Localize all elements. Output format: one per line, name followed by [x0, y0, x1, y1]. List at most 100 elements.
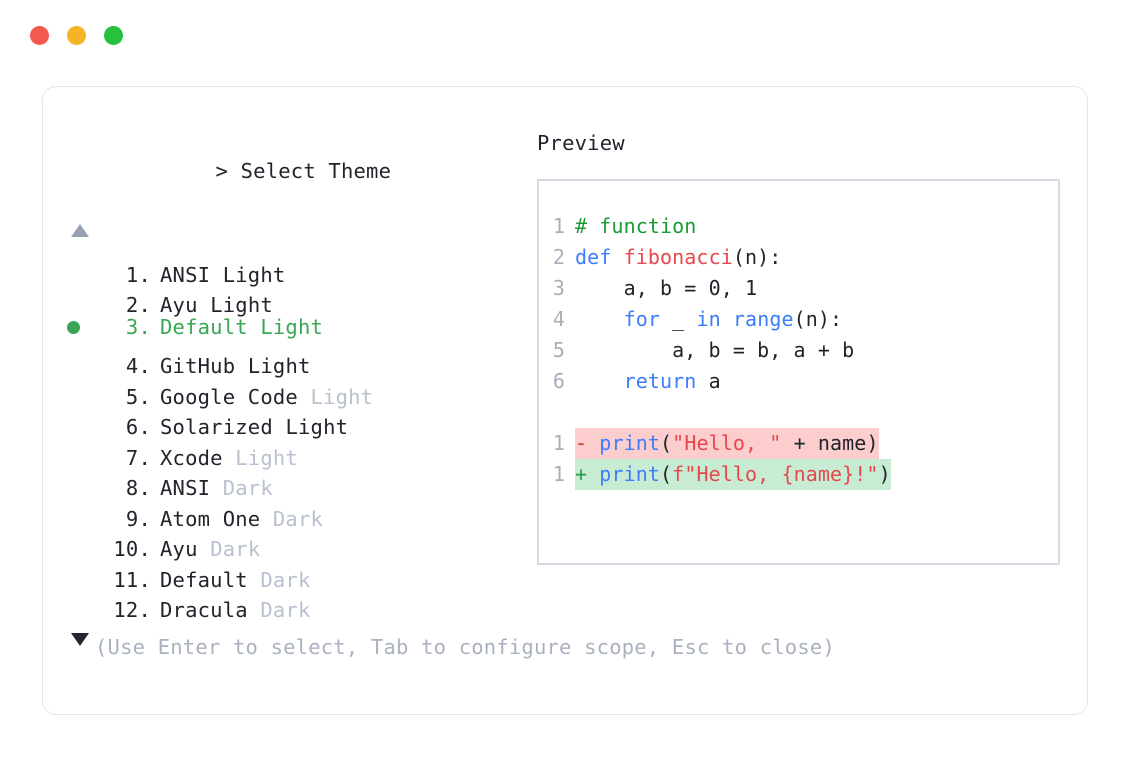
theme-item-variant: Dark [222, 476, 273, 500]
line-number: 5 [552, 338, 565, 362]
theme-list-item[interactable]: 12.Dracula Dark [65, 587, 537, 622]
theme-item-variant: Dark [272, 506, 324, 531]
theme-list-item[interactable]: 10.Ayu Dark [65, 526, 537, 561]
theme-list-item[interactable]: 6.Solarized Light [65, 404, 537, 439]
prompt-caret-icon: > [215, 159, 229, 183]
theme-list-item[interactable]: 4.GitHub Light [65, 343, 537, 378]
spacer [235, 351, 248, 382]
diff-marker: + [575, 462, 600, 486]
code-token: print [599, 431, 661, 455]
selection-bullet-cell [65, 495, 95, 526]
theme-item-name: ANSI [160, 476, 211, 500]
selection-bullet-cell [65, 373, 95, 404]
line-number: 1 [552, 214, 565, 238]
preview-label: Preview [537, 131, 625, 155]
code-line-content: a, b = 0, 1 [575, 273, 758, 304]
code-line-content: return a [575, 366, 721, 397]
scroll-down-arrow-icon[interactable] [71, 633, 89, 646]
selected-bullet-icon [67, 321, 80, 334]
theme-item-variant: Light [310, 384, 374, 409]
theme-item-index: 8. [125, 476, 151, 500]
theme-list-item[interactable]: 8. ANSI Dark [65, 465, 537, 500]
line-number: 2 [552, 245, 565, 269]
theme-list-item[interactable]: 5.Google Code Light [65, 373, 537, 409]
spacer [298, 382, 311, 413]
code-token [575, 369, 624, 393]
code-line: 1 # function [539, 211, 1058, 242]
code-line: 5 a, b = b, a + b [539, 335, 1058, 366]
code-token: range [732, 307, 794, 331]
code-line-content: a, b = b, a + b [575, 335, 854, 366]
line-number: 4 [552, 307, 565, 331]
spacer [248, 312, 261, 343]
code-line: 2 def fibonacci(n): [539, 242, 1058, 273]
theme-item-index: 6. [125, 415, 151, 439]
code-line: 3 a, b = 0, 1 [539, 273, 1058, 304]
theme-list-item[interactable]: 11.Default Dark [65, 556, 537, 592]
code-token: a, b = b, a + b [575, 338, 855, 362]
theme-item-index: 11. [113, 567, 151, 592]
theme-list-item[interactable]: 1.ANSI Light [65, 251, 537, 287]
theme-list-item[interactable]: 2. Ayu Light [65, 282, 537, 317]
theme-item-index: 7. [125, 445, 151, 470]
code-token: for [623, 307, 661, 331]
diff-line-add: 1 + print(f"Hello, {name}!") [539, 459, 1058, 490]
theme-item-index: 9. [125, 506, 151, 531]
theme-item-variant: Light [285, 415, 349, 439]
theme-item-index: 3. [125, 315, 151, 339]
theme-item-index: 4. [125, 354, 151, 378]
minimize-window-button[interactable] [67, 26, 86, 45]
spacer [210, 473, 223, 504]
theme-item-index: 1. [125, 262, 151, 287]
code-token: ( [660, 431, 673, 455]
theme-item-index: 2. [125, 293, 151, 317]
theme-item-variant: Light [210, 293, 273, 317]
code-line: 6 return a [539, 366, 1058, 397]
theme-item-variant: Dark [260, 567, 311, 592]
theme-item-name: Ayu [160, 293, 198, 317]
code-token: a, b = [575, 276, 709, 300]
spacer [223, 443, 236, 474]
diff-sample: 1- print("Hello, " + name)1+ print(f"Hel… [539, 428, 1058, 490]
maximize-window-button[interactable] [104, 26, 123, 45]
code-token: def [575, 245, 624, 269]
diff-line-content: + print(f"Hello, {name}!") [575, 459, 891, 490]
code-token: + name) [781, 431, 879, 455]
theme-item-name: Ayu [160, 537, 198, 561]
theme-list-item[interactable]: 7.Xcode Light [65, 434, 537, 470]
theme-item-variant: Light [235, 445, 298, 470]
code-token: fibonacci [623, 245, 733, 269]
code-line-content: # function [575, 211, 696, 242]
code-token: (n): [793, 307, 843, 331]
code-token: (n): [732, 245, 782, 269]
spacer [260, 504, 273, 535]
theme-item-variant: Light [260, 315, 324, 339]
theme-item-index: 5. [125, 384, 151, 409]
spacer [248, 565, 261, 596]
code-line: 4 for _ in range(n): [539, 304, 1058, 335]
selection-bullet-cell [65, 434, 95, 465]
code-token: , [720, 276, 746, 300]
code-token: "Hello, " [672, 431, 782, 455]
theme-item-name: ANSI [160, 262, 211, 287]
theme-list-item[interactable]: 9.Atom One Dark [65, 495, 537, 531]
code-line-content: def fibonacci(n): [575, 242, 781, 273]
code-token [575, 307, 624, 331]
theme-item-index: 12. [113, 598, 151, 622]
scroll-up-arrow-icon[interactable] [71, 224, 89, 237]
line-number: 1 [552, 462, 565, 486]
theme-list-item[interactable]: 3.Default Light [65, 312, 537, 343]
code-token: f"Hello, {name}!" [672, 462, 879, 486]
close-window-button[interactable] [30, 26, 49, 45]
selection-bullet-cell [65, 312, 95, 343]
selection-bullet-cell [65, 251, 95, 282]
keyboard-hint: (Use Enter to select, Tab to configure s… [95, 635, 835, 659]
selection-bullet-cell [65, 343, 95, 374]
prompt-header: > Select Theme [65, 129, 537, 213]
